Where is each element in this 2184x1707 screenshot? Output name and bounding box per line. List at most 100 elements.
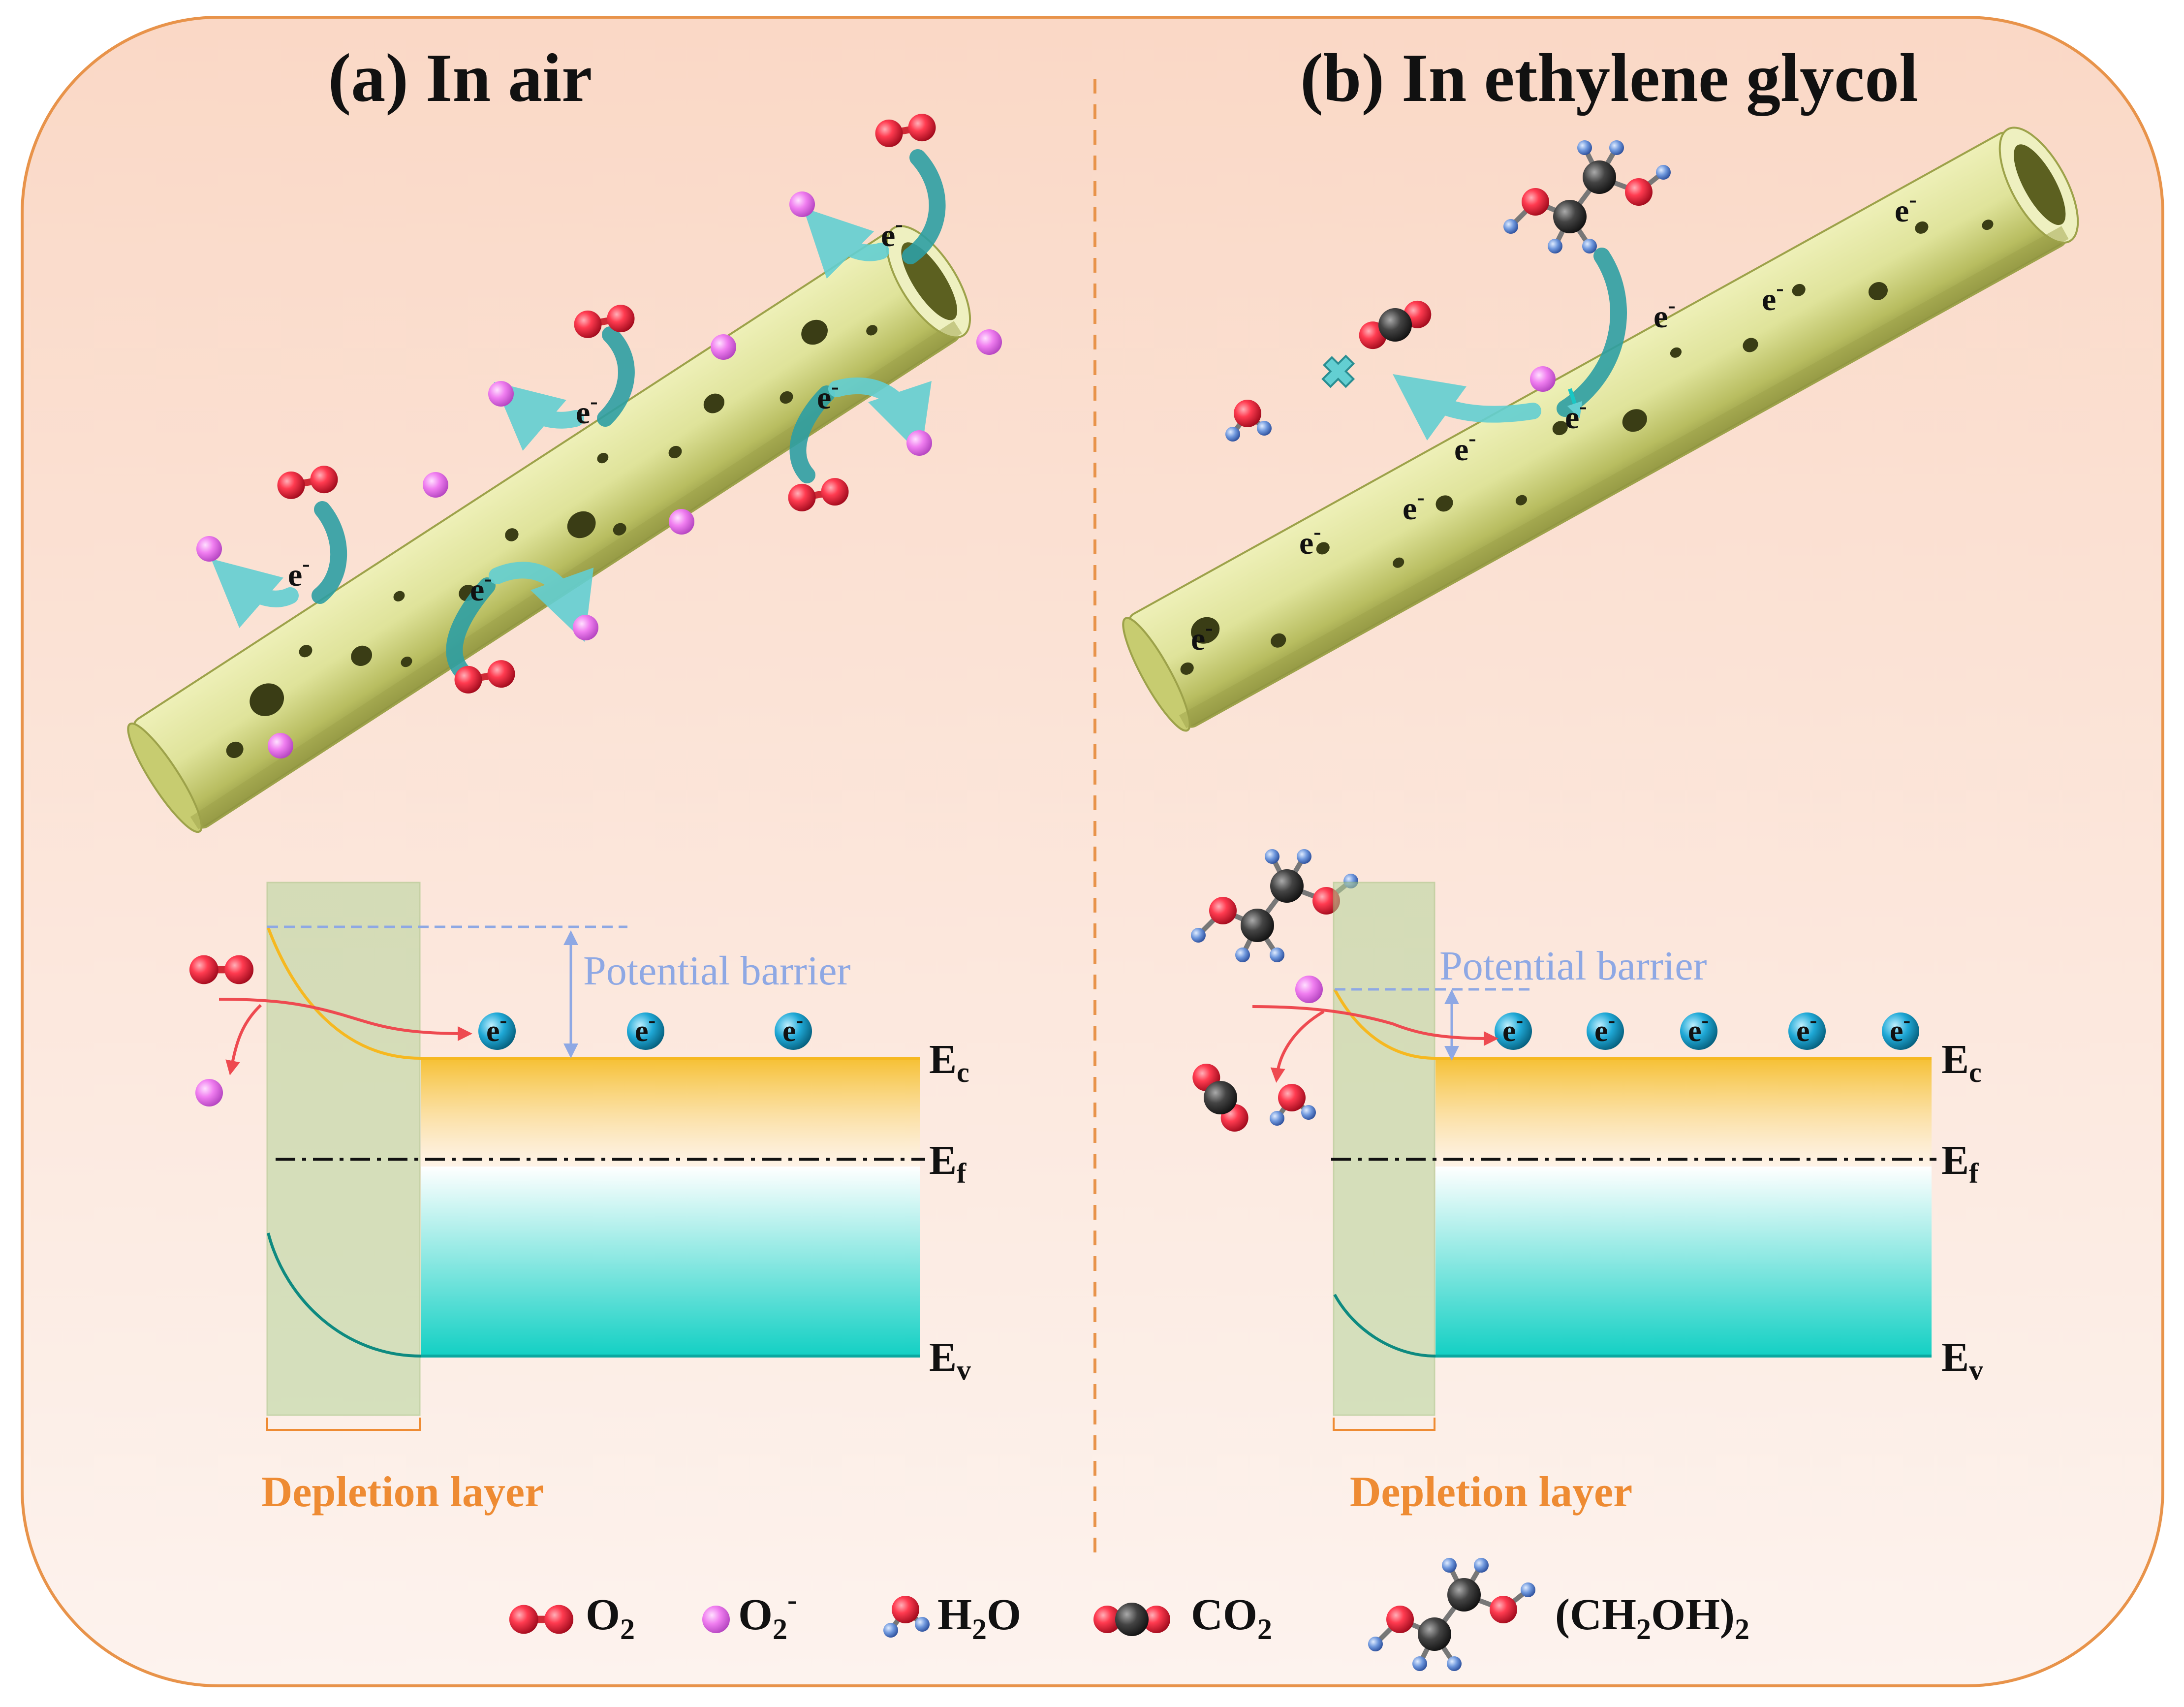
electron-transfer-arrow: [828, 377, 932, 455]
adsorption-arc: [789, 385, 835, 483]
electron-transfer-arrow: [494, 381, 584, 451]
electron-label: e-: [288, 551, 310, 593]
co2-molecule: [1359, 300, 1432, 349]
superoxide-ion: [1295, 976, 1323, 1003]
electron: e-: [627, 1008, 664, 1050]
legend-ethylene-glycol-label: (CH2OH)2: [1555, 1590, 1749, 1645]
electron: e-: [1788, 1008, 1826, 1050]
depletion-region-b: [1333, 882, 1435, 1416]
reaction-path-a: [218, 998, 472, 1041]
ev-bend-a: [267, 1233, 421, 1358]
water-molecule: [883, 1596, 930, 1638]
o2-molecule: [875, 114, 936, 147]
superoxide-ion: [976, 329, 1002, 355]
legend-superoxide-label: O2-: [738, 1583, 797, 1645]
electron: e-: [1680, 1008, 1717, 1050]
co2-molecule: [1093, 1603, 1170, 1636]
legend: O2 O2- H2O CO2 (CH2OH)2: [586, 1583, 1749, 1645]
svg-text:e-: e-: [1688, 1008, 1709, 1048]
legend-co2-label: CO2: [1191, 1590, 1272, 1645]
ec-bend-a: [267, 927, 421, 1060]
svg-text:e-: e-: [1796, 1008, 1817, 1048]
ec-label-b: Ec: [1941, 1037, 1982, 1088]
electron-label: e-: [881, 211, 903, 253]
panel-b-title: (b) In ethylene glycol: [1300, 40, 1918, 116]
svg-text:e-: e-: [1594, 1008, 1615, 1048]
electron-label: e-: [1403, 484, 1425, 527]
conduction-band-b: [1435, 1058, 1932, 1167]
ev-label-b: Ev: [1941, 1334, 1983, 1386]
electron: e-: [478, 1008, 516, 1050]
legend-o2-label: O2: [586, 1590, 635, 1645]
band-diagram-a: Potential barrier Depletion layer: [218, 882, 925, 1516]
ev-bend-b: [1333, 1294, 1436, 1358]
adsorption-arc: [597, 326, 635, 427]
electron-label: e-: [470, 566, 492, 608]
ethylene-glycol-molecule: [1368, 1558, 1535, 1671]
depletion-bracket-a: [266, 1418, 421, 1431]
superoxide-ion: [702, 1606, 730, 1633]
potential-barrier-label-a: Potential barrier: [583, 948, 850, 994]
adsorption-arc: [902, 149, 946, 264]
svg-text:e-: e-: [1890, 1008, 1910, 1048]
adsorption-arc: [446, 577, 496, 683]
superoxide-ion: [195, 1079, 223, 1106]
o2-molecule: [454, 660, 515, 694]
electron-label: e-: [1762, 275, 1784, 317]
superoxide-ion: [573, 615, 598, 640]
panel-a-title: (a) In air: [328, 40, 593, 116]
o2-molecule: [574, 305, 635, 338]
electron-transfer-arrow: [489, 562, 594, 642]
o2-molecule: [788, 478, 849, 511]
ec-bend-b: [1333, 988, 1436, 1060]
co2-molecule: [1192, 1064, 1248, 1132]
superoxide-ion: [423, 472, 448, 498]
water-molecule: [1270, 1084, 1316, 1126]
electron: e-: [775, 1008, 812, 1050]
superoxide-ion: [906, 430, 932, 456]
ef-label-b: Ef: [1941, 1138, 1979, 1189]
depletion-bracket-b: [1333, 1418, 1435, 1431]
nanotube-b: [1122, 126, 2079, 732]
o2-molecule: [189, 955, 254, 984]
adsorption-arc: [1557, 248, 1627, 417]
valence-band-b: [1435, 1167, 1932, 1356]
depletion-label-a: Depletion layer: [261, 1468, 544, 1516]
plus-icon: [1321, 354, 1355, 388]
ef-label-a: Ef: [929, 1138, 967, 1189]
superoxide-ion: [196, 536, 222, 562]
superoxide-ion: [789, 191, 815, 217]
electron-label: e-: [576, 388, 598, 431]
electron: e-: [1587, 1008, 1624, 1050]
superoxide-ion: [488, 381, 514, 407]
superoxide-ion: [1530, 366, 1556, 392]
depletion-label-b: Depletion layer: [1350, 1468, 1632, 1516]
reaction-branch-a: [225, 1004, 262, 1075]
electron-transfer-arrow: [211, 559, 299, 628]
conduction-band-a: [421, 1058, 920, 1167]
o2-molecule: [277, 466, 338, 499]
svg-text:e-: e-: [782, 1008, 803, 1048]
superoxide-ion: [268, 733, 293, 759]
energy-labels-b: Ec Ef Ev: [1941, 1037, 1983, 1386]
reaction-path-b: [1252, 1005, 1498, 1046]
ec-label-a: Ec: [929, 1037, 969, 1088]
svg-text:e-: e-: [635, 1008, 655, 1048]
dynamic-layer: e-e-e-e-e-e-e-e-e-e-e-e-e-e-e-e-e-e-e-e-…: [189, 114, 1919, 1671]
reaction-branch-b: [1270, 1010, 1325, 1083]
svg-text:e-: e-: [486, 1008, 507, 1048]
electron: e-: [1882, 1008, 1919, 1050]
ethylene-glycol-molecule: [1503, 140, 1671, 253]
adsorption-arc: [312, 501, 347, 604]
o2-molecule: [509, 1605, 574, 1634]
water-molecule: [1225, 400, 1272, 442]
electron-arrow-small: [1567, 388, 1583, 419]
energy-labels-a: Ec Ef Ev: [929, 1037, 971, 1386]
superoxide-ion: [669, 509, 694, 535]
electron-label: e-: [817, 374, 839, 416]
superoxide-ion: [711, 334, 736, 360]
electron-label: e-: [1654, 292, 1676, 335]
svg-text:e-: e-: [1502, 1008, 1523, 1048]
